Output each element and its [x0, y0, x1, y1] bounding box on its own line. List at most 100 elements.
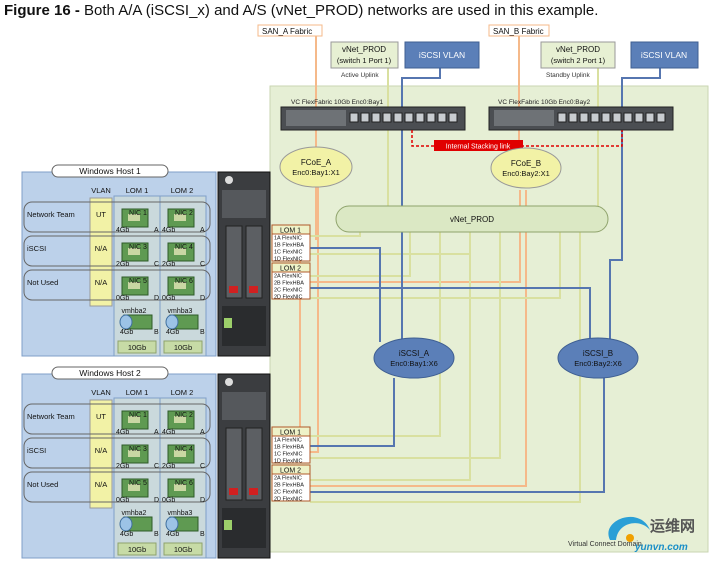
- nic-card-chip: [174, 248, 186, 255]
- iscsi-b-bubble: [557, 337, 639, 379]
- nic-speed: 0Gb: [116, 497, 129, 504]
- host-col-lom2: LOM 2: [171, 186, 194, 195]
- iscsi-b-name: iSCSI_B: [583, 349, 613, 358]
- windows-host-2: Windows Host 2 VLAN LOM 1 LOM 2 Network Team…: [23, 366, 311, 559]
- lom-port-entry: 1C FlexNIC: [274, 452, 302, 458]
- iscsi-a-bubble: [373, 337, 455, 379]
- san-b-fabric: SAN_B Fabric: [493, 27, 544, 36]
- stacking-label-box: [434, 140, 523, 151]
- lom-total-box: [117, 340, 157, 354]
- blade-upper-panel: [222, 190, 266, 218]
- hba-name: vmhba2: [122, 308, 147, 315]
- connection-lines: [299, 32, 661, 503]
- blade-led-left: [229, 488, 238, 495]
- hba-port: B: [154, 531, 159, 538]
- stacking-label: Internal Stacking link: [446, 144, 511, 151]
- vc-port: [601, 112, 611, 123]
- nic-card-chip: [174, 214, 186, 221]
- nic-speed: 4Gb: [162, 227, 175, 234]
- lom-total-box: [163, 542, 203, 556]
- vc-port: [634, 112, 644, 123]
- nic-card-chip: [128, 416, 140, 423]
- vc-port: [448, 112, 458, 123]
- nic-name: NIC 1: [129, 210, 147, 217]
- host-col-lom2: LOM 2: [171, 388, 194, 397]
- lom-port-entry: 2B FlexHBA: [274, 483, 304, 489]
- hba-speed: 4Gb: [120, 329, 133, 336]
- blade-drive-right: [245, 225, 263, 299]
- host-title: Windows Host 1: [79, 166, 141, 176]
- lom-port-entry: 2A FlexNIC: [274, 476, 302, 482]
- vnet-prod-name: vNet_PROD: [450, 215, 494, 224]
- fcoe-b-name: FCoE_B: [511, 159, 541, 168]
- host-row-1: [23, 437, 211, 469]
- host-row-label: Not Used: [27, 480, 58, 489]
- hba-disk-icon: [165, 516, 179, 532]
- lom-port-entry: 1C FlexNIC: [274, 250, 302, 256]
- host-title-box: [51, 164, 169, 178]
- lom-port-entry: 1B FlexHBA: [274, 243, 304, 249]
- host-col-vlan: VLAN: [91, 388, 111, 397]
- lom-port-title: LOM 2: [280, 266, 301, 273]
- iscsi-vlan-2: iSCSI VLAN: [641, 50, 687, 60]
- nic-speed: 0Gb: [162, 295, 175, 302]
- blade-led-right: [249, 488, 258, 495]
- lom-port-title: LOM 1: [280, 430, 301, 437]
- figure-caption: Both A/A (iSCSI_x) and A/S (vNet_PROD) n…: [84, 2, 599, 19]
- host-row-0: [23, 403, 211, 435]
- nic-card-chip: [128, 248, 140, 255]
- lom-port-entry: 1B FlexHBA: [274, 445, 304, 451]
- nic-card-chip: [174, 484, 186, 491]
- nic-port: C: [200, 261, 205, 268]
- nic-port: D: [200, 497, 205, 504]
- iscsi-a-name: iSCSI_A: [399, 349, 430, 358]
- host-row-0: [23, 201, 211, 233]
- vc-port: [656, 112, 666, 123]
- lom-port-entry: 1D FlexNIC: [274, 257, 302, 263]
- host-title: Windows Host 2: [79, 368, 141, 378]
- nic-speed: 2Gb: [162, 261, 175, 268]
- fcoe-b-port: Enc0:Bay2:X1: [502, 169, 550, 178]
- nic-card-chip: [128, 282, 140, 289]
- iscsi-vlan-1-box: [404, 41, 480, 69]
- lom-port-header: [271, 426, 311, 437]
- nic-speed: 2Gb: [116, 261, 129, 268]
- host-row-label: Network Team: [27, 412, 75, 421]
- vc-port: [623, 112, 633, 123]
- vc-port: [371, 112, 381, 123]
- vc-port: [349, 112, 359, 123]
- san-a-fabric: SAN_A Fabric: [262, 27, 312, 36]
- san-a-fabric-box: [257, 24, 323, 37]
- nic-port: A: [200, 429, 205, 436]
- nic-name: NIC 3: [129, 446, 147, 453]
- fcoe-a-name: FCoE_A: [301, 158, 332, 167]
- host-vlan-column: [89, 197, 113, 307]
- hba-name: vmhba3: [168, 308, 193, 315]
- nic-speed: 2Gb: [116, 463, 129, 470]
- nic-port: D: [154, 497, 159, 504]
- vc-domain-label: Virtual Connect Domain: [568, 541, 642, 548]
- nic-name: NIC 4: [175, 446, 193, 453]
- vnet-prod-bar: [335, 205, 609, 233]
- vnet-misc-2: [310, 230, 561, 299]
- nic-speed: 4Gb: [116, 429, 129, 436]
- host-col-vlan: VLAN: [91, 186, 111, 195]
- blade-led-right: [249, 286, 258, 293]
- host-row-vlan: N/A: [95, 446, 108, 455]
- hba-speed: 4Gb: [166, 531, 179, 538]
- vc-bay1-face: [286, 110, 346, 126]
- blade-led-left: [229, 286, 238, 293]
- vnet-misc-1: [310, 230, 471, 255]
- vc-port: [404, 112, 414, 123]
- lom-port-entry: 1D FlexNIC: [274, 459, 302, 465]
- nic-speed: 4Gb: [116, 227, 129, 234]
- lom-port-entry: 2D FlexNIC: [274, 295, 302, 301]
- lom-port-title: LOM 1: [280, 228, 301, 235]
- lom-port-entry: 2C FlexNIC: [274, 288, 302, 294]
- vnet-misc-4: [310, 230, 581, 503]
- lom-port-title: LOM 2: [280, 468, 301, 475]
- nic-name: NIC 6: [175, 278, 193, 285]
- nic-port: D: [200, 295, 205, 302]
- vc-port: [426, 112, 436, 123]
